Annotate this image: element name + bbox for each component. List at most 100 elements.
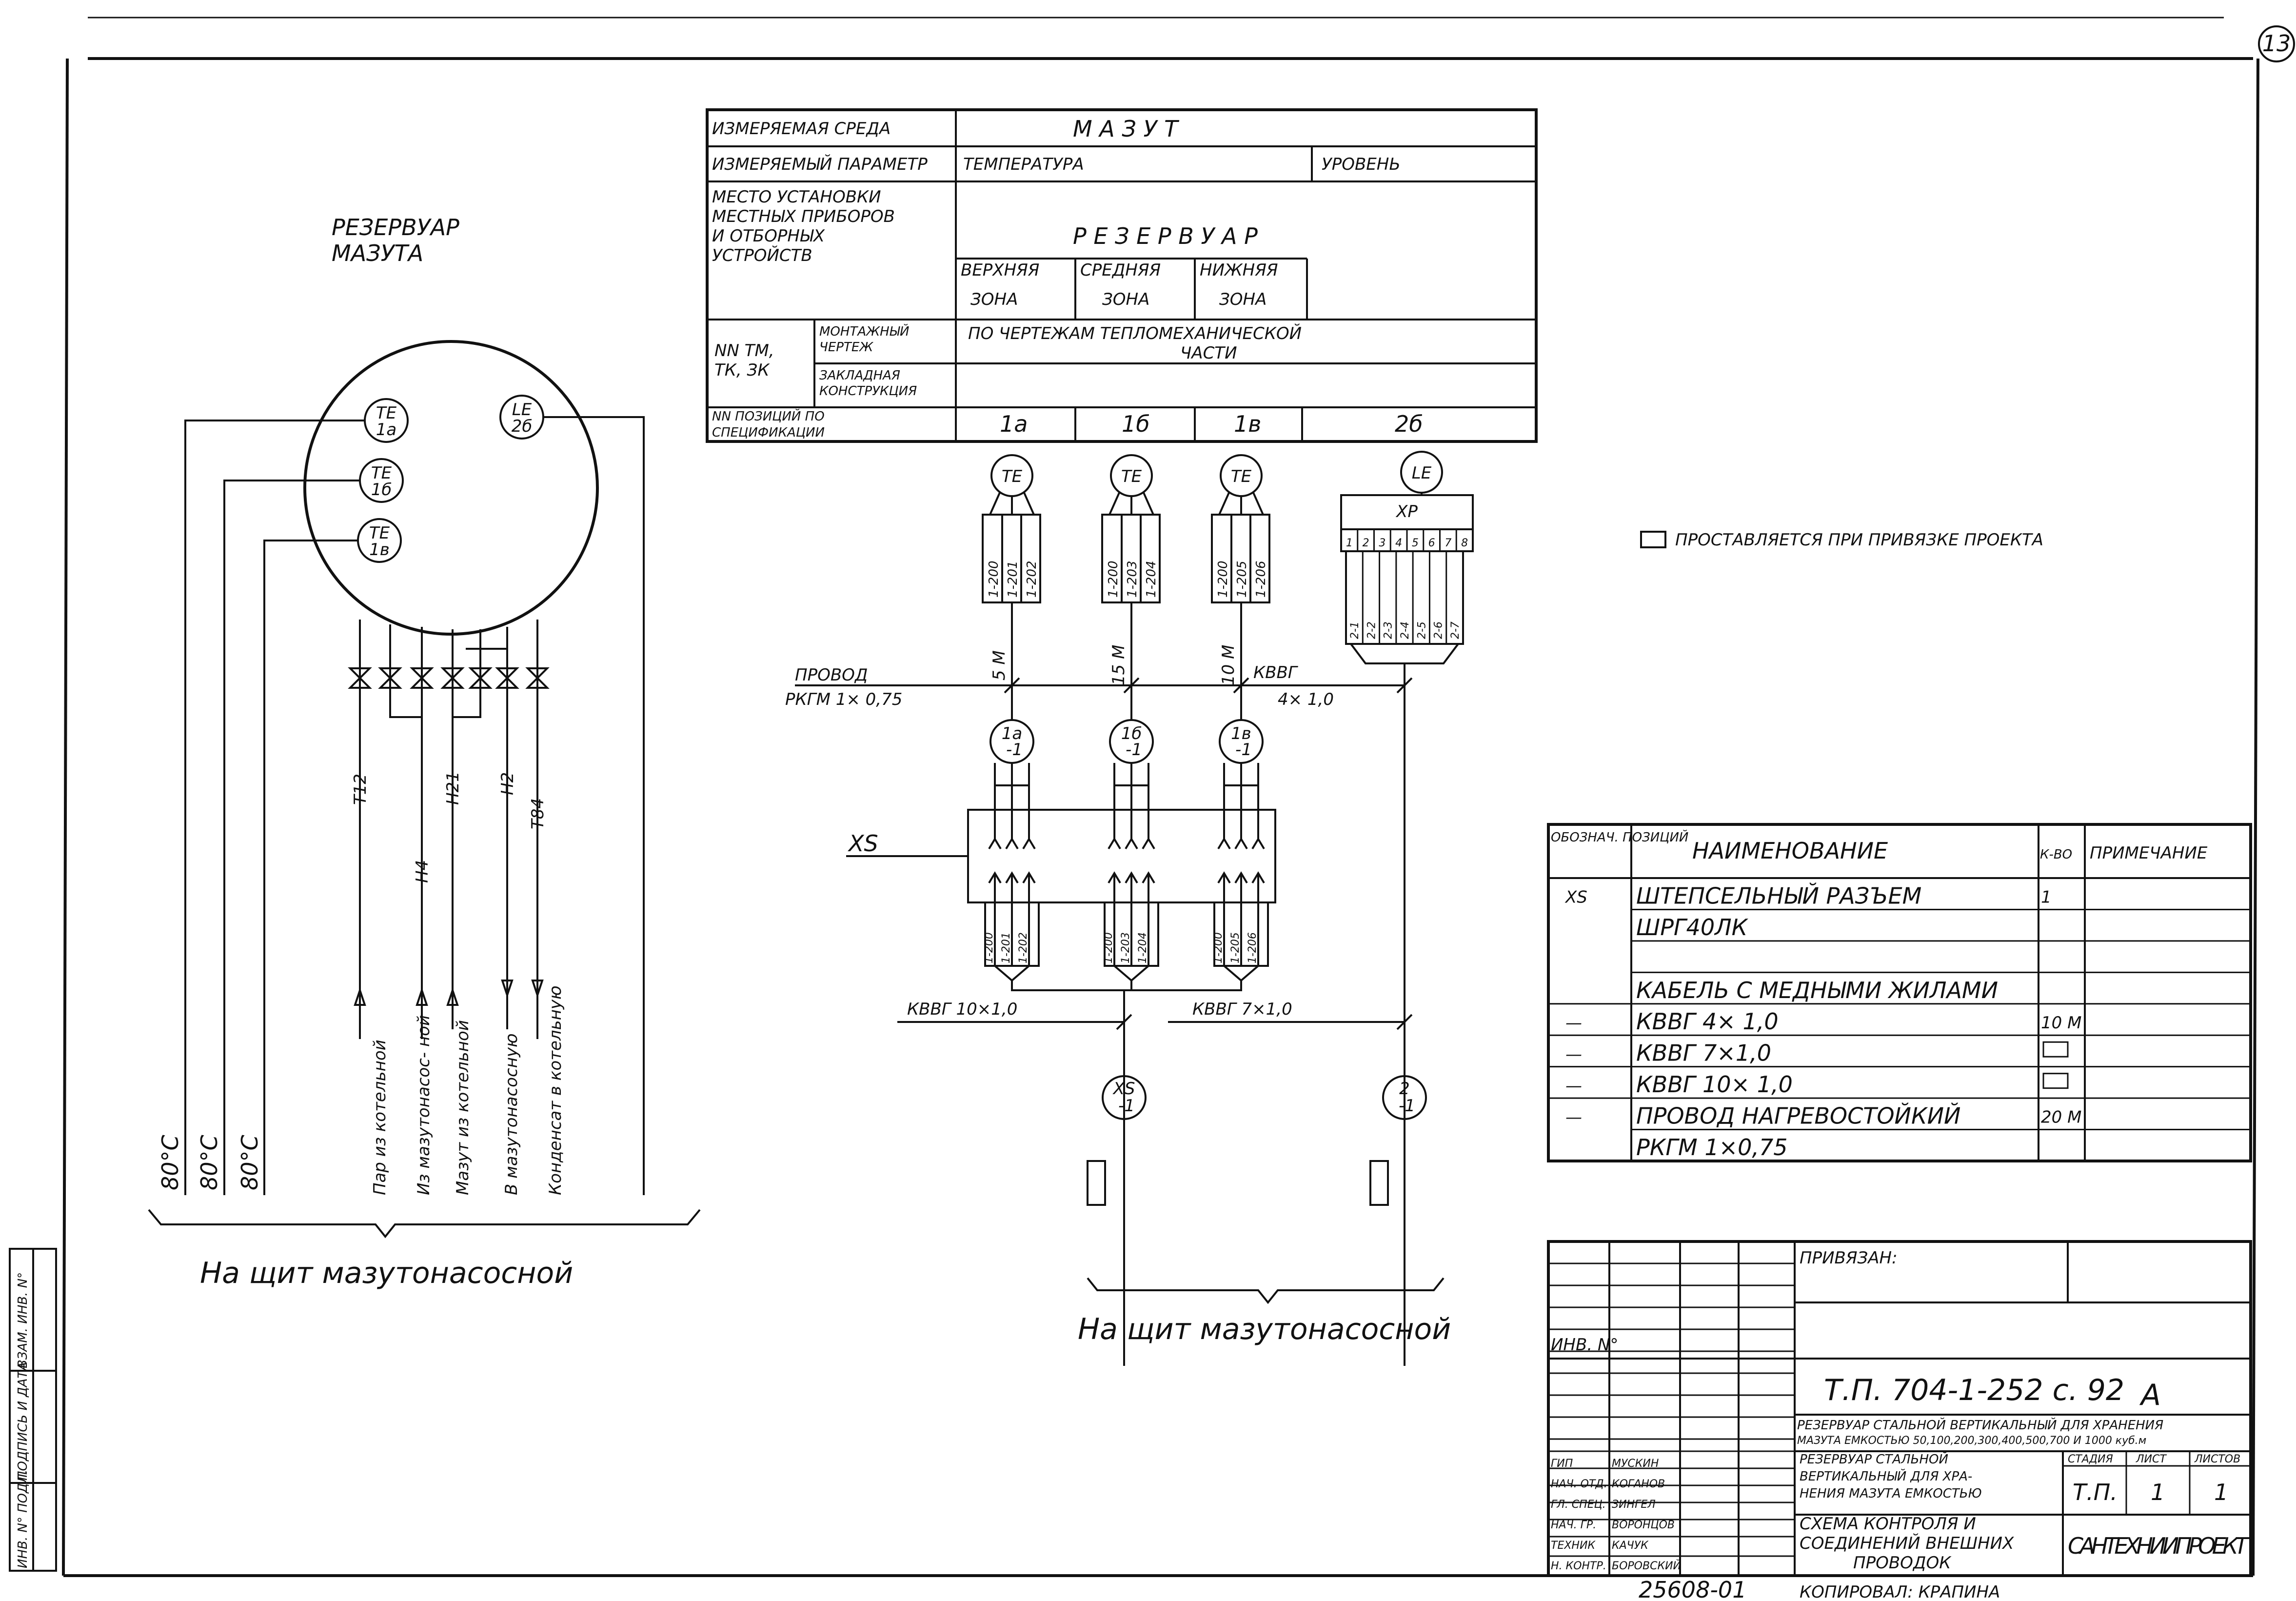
tb-role: НАЧ. ОТД. xyxy=(1551,1478,1607,1490)
zone-2-a: СРЕДНЯЯ xyxy=(1080,260,1161,280)
svg-text:1-201: 1-201 xyxy=(1000,932,1012,963)
temp-2: 80°С xyxy=(196,1135,222,1190)
object-title-3: НЕНИЯ МАЗУТА ЕМКОСТЬЮ xyxy=(1800,1486,1982,1501)
svg-text:1-206: 1-206 xyxy=(1247,932,1259,963)
reservoir-block: РЕЗЕРВУАР МАЗУТА TE 1а TE 1б TE 1в LE 2б xyxy=(148,214,701,1290)
tb-role: НАЧ. ГР. xyxy=(1551,1519,1596,1531)
spec-row-qty: 1 xyxy=(2041,887,2052,907)
spec-header-note: ПРИМЕЧАНИЕ xyxy=(2090,843,2208,863)
svg-text:1а: 1а xyxy=(376,420,396,440)
sheet-letter: А xyxy=(2139,1378,2161,1412)
spec-row-pos: — xyxy=(1565,1045,1582,1064)
pipe-code-1: Т12 xyxy=(351,774,370,805)
pipe-code-2: Н4 xyxy=(413,860,432,883)
reservoir-title-1: РЕЗЕРВУАР xyxy=(332,214,459,240)
xp-pin: 2 xyxy=(1363,537,1369,549)
svg-text:1-201: 1-201 xyxy=(1006,560,1020,598)
xp-pin: 1 xyxy=(1346,537,1353,549)
sheet-number-text: 13 xyxy=(2262,30,2291,57)
length-1: 5 М xyxy=(990,650,1009,680)
side-stamp-replace: ВЗАМ. ИНВ. N° xyxy=(16,1272,30,1368)
spec-row-name: ПРОВОД НАГРЕВОСТОЙКИЙ xyxy=(1636,1103,1960,1129)
svg-text:1-204: 1-204 xyxy=(1137,932,1149,963)
svg-text:1-200: 1-200 xyxy=(1216,560,1230,598)
row4-label-1: NN ТМ, xyxy=(714,341,774,360)
row3-label-1: МЕСТО УСТАНОВКИ xyxy=(712,187,881,207)
row1-value: М А З У Т xyxy=(1073,116,1180,142)
row3-value: Р Е З Е Р В У А Р xyxy=(1073,223,1258,249)
xp-wire: 2-5 xyxy=(1416,621,1428,639)
reservoir-tank xyxy=(303,340,599,636)
term-left: XS -1 xyxy=(1102,1075,1147,1120)
drawing-title-3: ПРОВОДОК xyxy=(1853,1553,1952,1573)
term-right: 2 -1 xyxy=(1382,1075,1427,1120)
sensor-te-1a: TE 1а xyxy=(364,398,409,443)
drawing-code: Т.П. 704-1-252 с. 92 xyxy=(1824,1373,2124,1407)
xp-pin: 8 xyxy=(1461,537,1468,549)
pipes xyxy=(348,620,550,1039)
svg-text:1-205: 1-205 xyxy=(1235,560,1249,598)
row4-sub1-a: МОНТАЖНЫЙ xyxy=(819,323,909,339)
svg-text:1а: 1а xyxy=(1002,724,1022,743)
svg-text:1-203: 1-203 xyxy=(1125,560,1140,598)
row2-temp: ТЕМПЕРАТУРА xyxy=(963,155,1084,174)
svg-text:1-200: 1-200 xyxy=(1103,932,1115,963)
object-title-1: РЕЗЕРВУАР СТАЛЬНОЙ xyxy=(1800,1451,1948,1467)
row5-label-1: NN ПОЗИЦИЙ ПО xyxy=(712,408,825,424)
sensor-le-2b: LE 2б xyxy=(499,395,544,440)
svg-text:TE: TE xyxy=(1121,467,1142,486)
svg-text:2: 2 xyxy=(1399,1079,1410,1099)
position-1a: 1а xyxy=(1000,411,1028,437)
te-column-2: TE 1-200 1-203 1-204 15 М xyxy=(1101,454,1161,720)
position-1b: 1б xyxy=(1122,411,1150,437)
project-title-1: РЕЗЕРВУАР СТАЛЬНОЙ ВЕРТИКАЛЬНЫЙ ДЛЯ ХРАН… xyxy=(1797,1417,2163,1433)
svg-text:-1: -1 xyxy=(1399,1096,1415,1116)
svg-text:1в: 1в xyxy=(369,540,390,560)
svg-text:TE: TE xyxy=(376,403,397,423)
svg-text:TE: TE xyxy=(1231,467,1252,486)
tb-person: КОГАНОВ xyxy=(1612,1478,1665,1490)
position-2b: 2б xyxy=(1395,411,1423,437)
svg-text:XS: XS xyxy=(1112,1079,1135,1099)
row4-value-2: ЧАСТИ xyxy=(1180,343,1237,363)
length-2: 15 М xyxy=(1109,645,1128,685)
object-title-2: ВЕРТИКАЛЬНЫЙ ДЛЯ ХРА- xyxy=(1800,1468,1972,1484)
pipe-label-3: Мазут из котельной xyxy=(453,1020,473,1195)
svg-text:1-206: 1-206 xyxy=(1254,560,1268,598)
spec-row-name: КВВГ 10× 1,0 xyxy=(1636,1071,1793,1098)
copied-by: КОПИРОВАЛ: КРАПИНА xyxy=(1800,1582,2000,1601)
sheet-number: 13 xyxy=(2258,25,2295,62)
box-1a: 1а -1 xyxy=(990,719,1034,764)
xs-connector: XS 1-200 1-201 1-202 1-200 1-203 1-204 xyxy=(846,763,1276,1366)
tb-person: ВОРОНЦОВ xyxy=(1612,1519,1675,1531)
row4-sub2-b: КОНСТРУКЦИЯ xyxy=(819,384,917,399)
sheet-frame xyxy=(62,17,2259,1577)
drawing-title-1: СХЕМА КОНТРОЛЯ И xyxy=(1800,1514,1976,1534)
svg-text:1-200: 1-200 xyxy=(1106,560,1121,598)
spec-row-name: ШРГ40ЛК xyxy=(1636,914,1749,941)
svg-text:1-205: 1-205 xyxy=(1229,932,1242,963)
cable-left: КВВГ 10×1,0 xyxy=(907,1000,1017,1019)
title-block: ПРИВЯЗАН: ИНВ. N° Т.П. 704-1-252 с. 92 А… xyxy=(1547,1240,2252,1601)
spec-row-qty: 20 М xyxy=(2041,1108,2081,1127)
stage-header: СТАДИЯ xyxy=(2068,1453,2113,1465)
sensor-te-1b: TE 1б xyxy=(359,458,404,503)
xs-label: XS xyxy=(848,830,878,857)
tb-person: МУСКИН xyxy=(1612,1458,1659,1470)
xp-wire: 2-4 xyxy=(1399,621,1411,639)
row3-label-4: УСТРОЙСТВ xyxy=(712,245,812,265)
tb-person: ЗИНГЕЛ xyxy=(1612,1499,1656,1511)
row3-label-2: МЕСТНЫХ ПРИБОРОВ xyxy=(712,207,895,226)
schematic-bottom-label: На щит мазутонасосной xyxy=(1078,1312,1451,1346)
xp-wire: 2-1 xyxy=(1349,621,1361,639)
legend-note: ПРОСТАВЛЯЕТСЯ ПРИ ПРИВЯЗКЕ ПРОЕКТА xyxy=(1640,530,2043,550)
xp-wire: 2-6 xyxy=(1433,621,1445,639)
svg-text:-1: -1 xyxy=(1006,740,1023,760)
svg-text:1-203: 1-203 xyxy=(1120,932,1132,963)
xp-label: ХР xyxy=(1395,502,1418,521)
svg-text:TE: TE xyxy=(1002,467,1023,486)
reservoir-bottom-label: На щит мазутонасосной xyxy=(200,1256,573,1290)
